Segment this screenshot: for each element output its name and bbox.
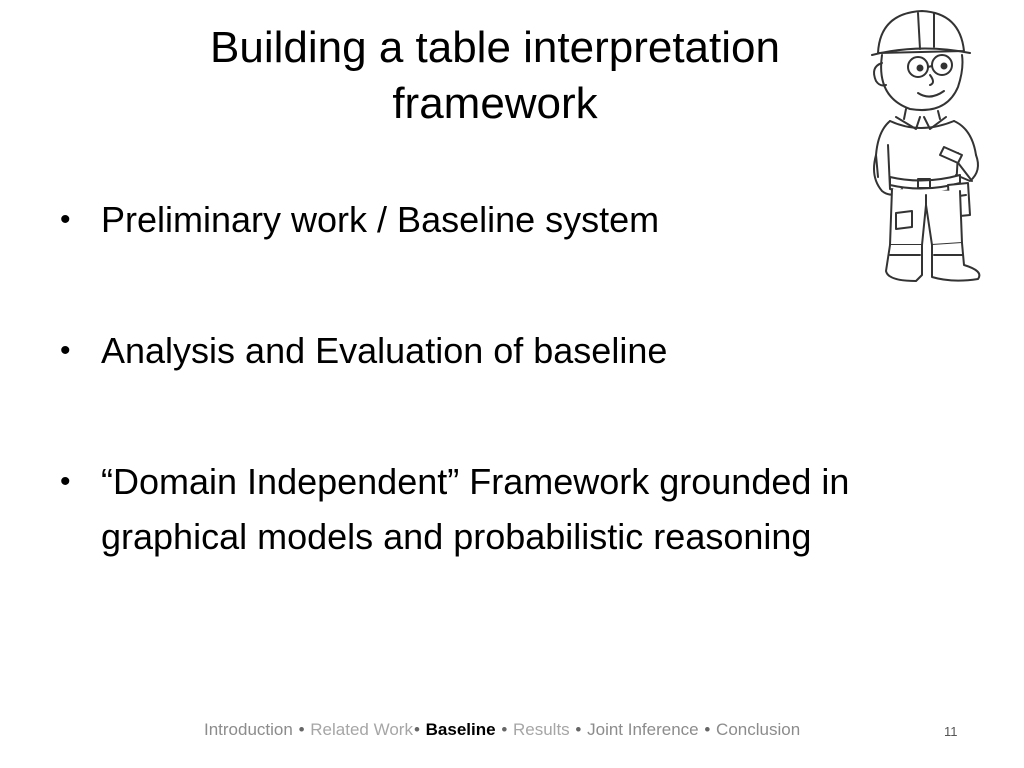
footer-item-results: Results bbox=[513, 720, 570, 739]
footer-item-baseline: Baseline bbox=[425, 720, 496, 739]
footer-item-conclusion: Conclusion bbox=[716, 720, 801, 739]
bullet-item: • Preliminary work / Baseline system bbox=[58, 192, 958, 247]
bullet-dot: • bbox=[60, 465, 71, 498]
footer-item-joint-inference: Joint Inference bbox=[587, 720, 699, 739]
footer-separator: • bbox=[413, 720, 420, 739]
bullet-text: Analysis and Evaluation of baseline bbox=[101, 330, 668, 371]
title-line-1: Building a table interpretation bbox=[210, 23, 780, 72]
bullet-item: • Analysis and Evaluation of baseline bbox=[58, 323, 958, 378]
footer-item-related-work: Related Work bbox=[310, 720, 413, 739]
footer-separator: • bbox=[298, 720, 305, 739]
bullet-item: • “Domain Independent” Framework grounde… bbox=[58, 454, 958, 564]
footer-separator: • bbox=[575, 720, 582, 739]
footer-separator: • bbox=[501, 720, 508, 739]
construction-worker-icon bbox=[871, 10, 981, 282]
bullet-text: Preliminary work / Baseline system bbox=[101, 199, 660, 240]
title-line-2: framework bbox=[392, 79, 598, 128]
footer-separator: • bbox=[704, 720, 711, 739]
bullet-text: “Domain Independent” Framework grounded … bbox=[101, 461, 850, 557]
bullet-dot: • bbox=[60, 203, 71, 236]
bullet-list: • Preliminary work / Baseline system • A… bbox=[58, 192, 958, 564]
slide-footer-nav: Introduction • Related Work• Baseline • … bbox=[204, 719, 800, 741]
slide-title: Building a table interpretation framewor… bbox=[100, 20, 890, 132]
page-number: 11 bbox=[944, 724, 958, 739]
footer-item-introduction: Introduction bbox=[204, 720, 293, 739]
bullet-dot: • bbox=[60, 334, 71, 367]
